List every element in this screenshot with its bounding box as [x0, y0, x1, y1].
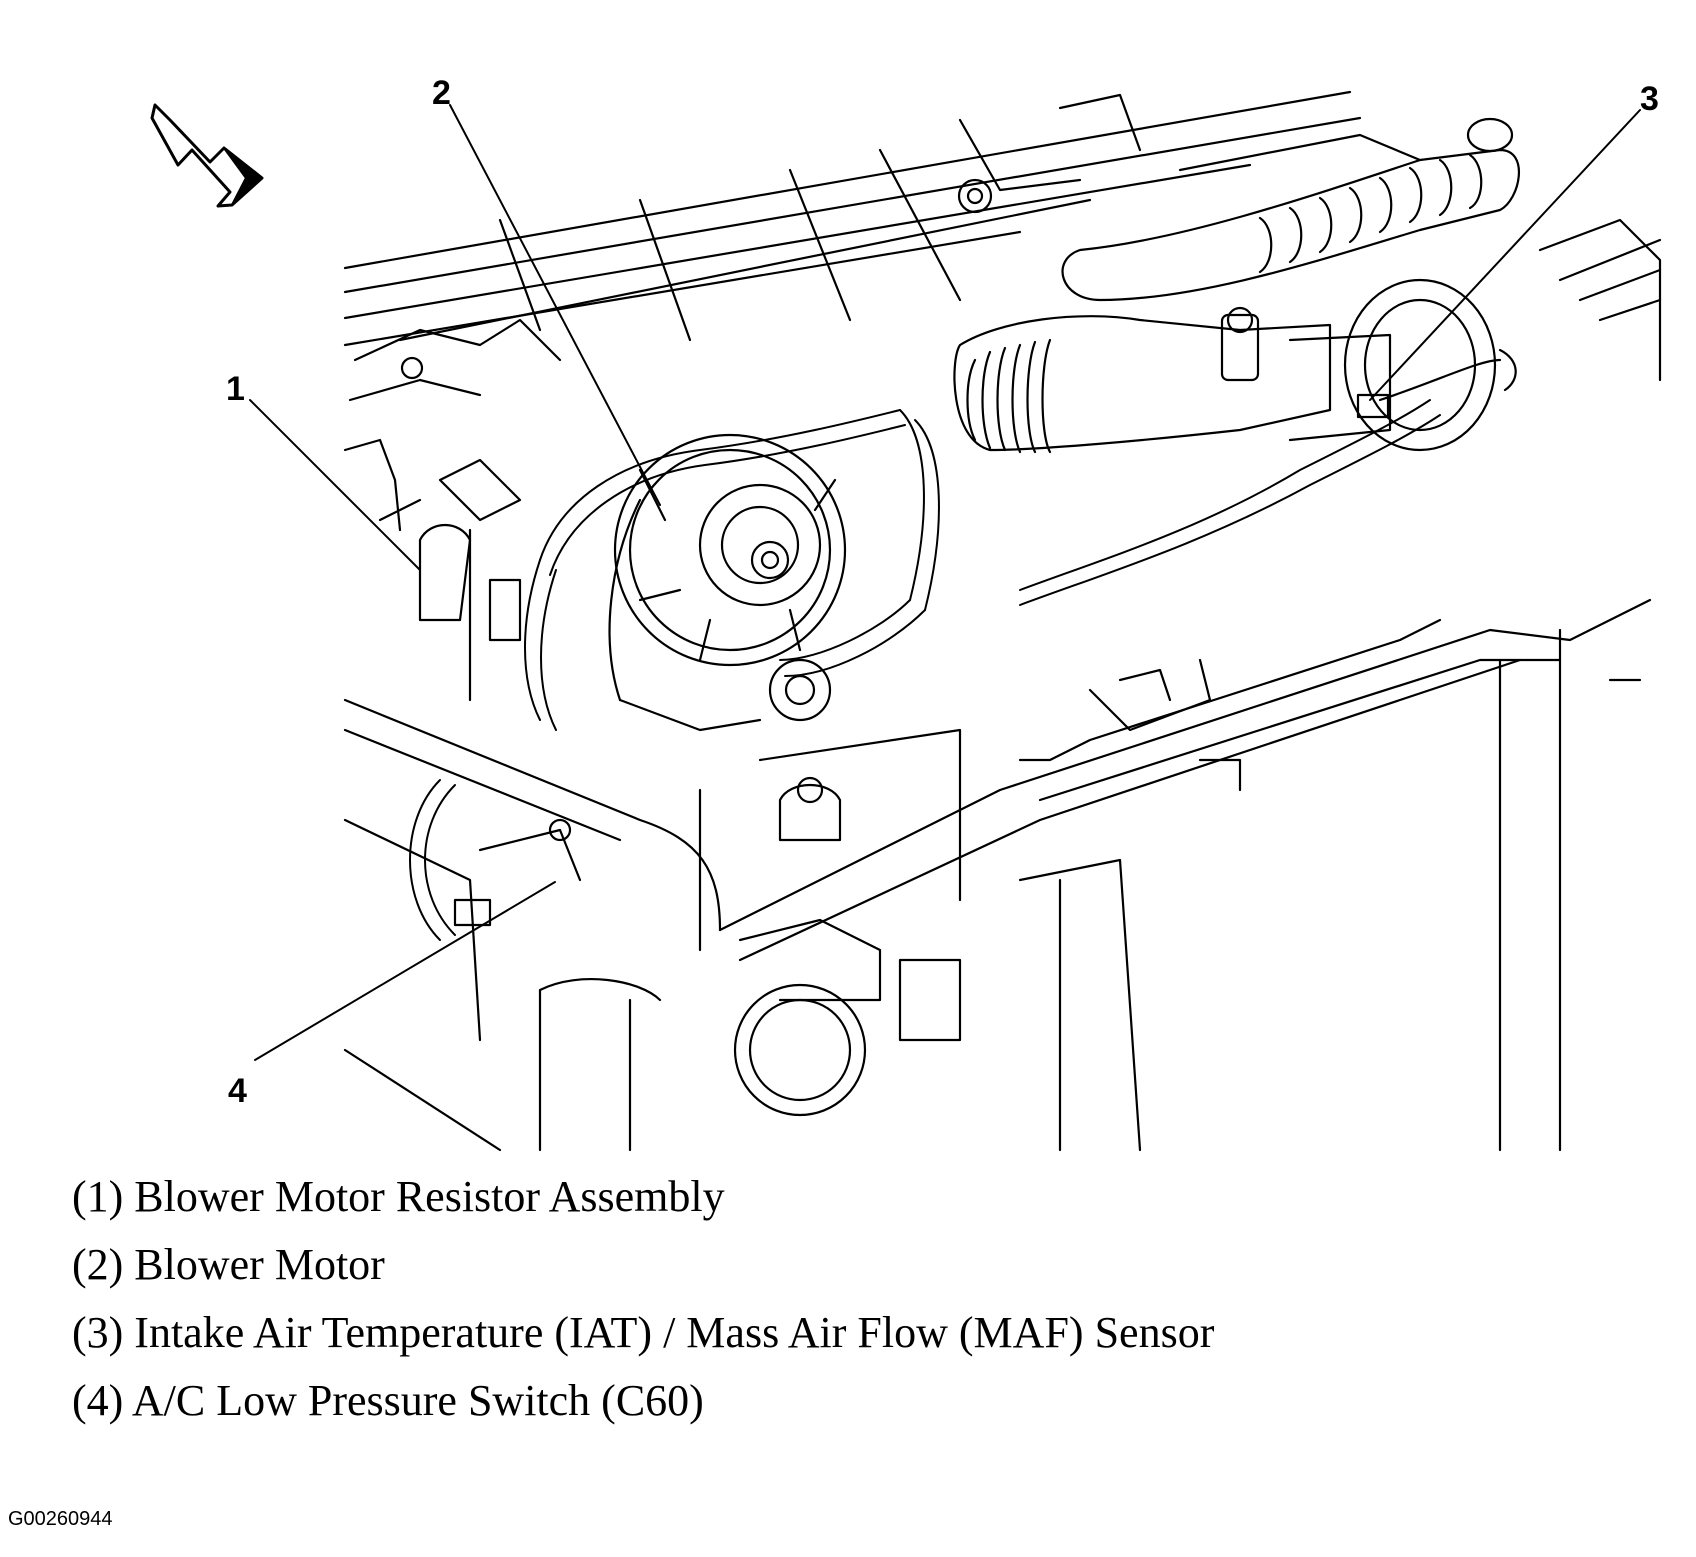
callout-legend: (1) Blower Motor Resistor Assembly (2) B… — [72, 1175, 1214, 1447]
leader-line-4 — [254, 881, 556, 1061]
blower-motor-assembly — [608, 433, 847, 732]
front-of-vehicle-arrow-icon — [150, 103, 264, 208]
callout-number-1: 1 — [226, 370, 245, 408]
callout-number-3: 3 — [1640, 80, 1659, 118]
radiator-support-frame — [343, 598, 1652, 1152]
figure-id: G00260944 — [8, 1508, 113, 1530]
callout-number-2: 2 — [432, 74, 451, 112]
engine-compartment-drawing — [150, 90, 1662, 1152]
leader-line-2 — [449, 104, 661, 506]
leader-line-1 — [249, 399, 421, 571]
leader-line-3 — [1369, 109, 1641, 401]
resistor-area — [343, 438, 522, 702]
legend-item: (2) Blower Motor — [72, 1240, 385, 1289]
wiring-harness — [409, 399, 1441, 941]
legend-item: (4) A/C Low Pressure Switch (C60) — [72, 1376, 704, 1425]
air-intake-duct — [953, 117, 1662, 454]
callout-number-4: 4 — [228, 1072, 247, 1110]
legend-item: (1) Blower Motor Resistor Assembly — [72, 1172, 725, 1221]
cowl-panel-lines — [343, 90, 1422, 402]
leader-lines — [249, 104, 1641, 1061]
legend-item: (3) Intake Air Temperature (IAT) / Mass … — [72, 1308, 1215, 1357]
